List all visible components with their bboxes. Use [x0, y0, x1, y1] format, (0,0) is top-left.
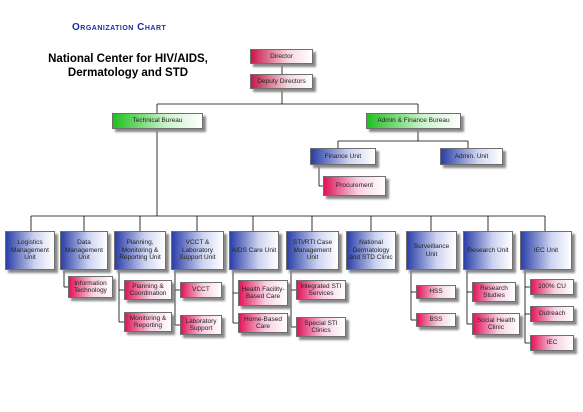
sub-information-technology: Information Technology — [68, 276, 113, 298]
sub-integrated-sti-services: Integrated STI Services — [296, 280, 346, 300]
unit-planning-monitoring-reporting: Planning, Monitoring & Reporting Unit — [114, 231, 166, 270]
unit-surveillance: Surveillance Unit — [406, 231, 457, 270]
unit-national-dermatology-std-clinic: National Dermatology and STD Clinic — [346, 231, 396, 270]
unit-logistics-management: Logistics Management Unit — [5, 231, 55, 270]
unit-research: Research Unit — [463, 231, 513, 270]
center-name-line-2: Dermatology and STD — [67, 67, 189, 79]
sub-100-percent-cu: 100% CU — [530, 279, 574, 295]
sub-laboratory-support: Laboratory Support — [180, 315, 222, 335]
unit-iec: IEC Unit — [520, 231, 572, 270]
sub-home-based-care: Home-Based Care — [238, 313, 288, 333]
sub-social-health-clinic: Social Health Clinic — [472, 313, 520, 335]
unit-vcct-laboratory-support: VCCT & Laboratory Support Unit — [171, 231, 224, 270]
sub-research-studies: Research Studies — [472, 282, 516, 302]
chart-title: Organization Chart — [72, 22, 167, 33]
sub-special-sti-clinics: Special STI Clinics — [296, 317, 346, 337]
finance-unit-box: Finance Unit — [310, 148, 376, 165]
sub-vcct: VCCT — [180, 282, 222, 298]
sub-health-facility-based-care: Health Facility-Based Care — [238, 280, 288, 306]
sub-monitoring-reporting: Monitoring & Reporting — [124, 312, 172, 332]
unit-sti-rti-case-management: STI/RTI Case Management Unit — [286, 231, 339, 270]
admin-unit-box: Admin. Unit — [440, 148, 503, 165]
center-name-line-1: National Center for HIV/AIDS, — [48, 53, 208, 65]
technical-bureau-box: Technical Bureau — [112, 113, 203, 129]
sub-bss: BSS — [416, 313, 456, 327]
sub-outreach: Outreach — [530, 306, 574, 322]
admin-finance-bureau-box: Admin & Finance Bureau — [366, 113, 461, 129]
director-box: Director — [250, 49, 313, 64]
sub-planning-coordination: Planning & Coordination — [124, 280, 172, 300]
unit-aids-care: AIDS Care Unit — [229, 231, 279, 270]
deputy-directors-box: Deputy Directors — [250, 74, 313, 89]
sub-iec: IEC — [530, 335, 574, 351]
center-name: National Center for HIV/AIDS, Dermatolog… — [28, 52, 228, 80]
procurement-box: Procurement — [323, 176, 386, 196]
unit-data-management: Data Management Unit — [60, 231, 108, 270]
sub-hss: HSS — [416, 285, 456, 299]
